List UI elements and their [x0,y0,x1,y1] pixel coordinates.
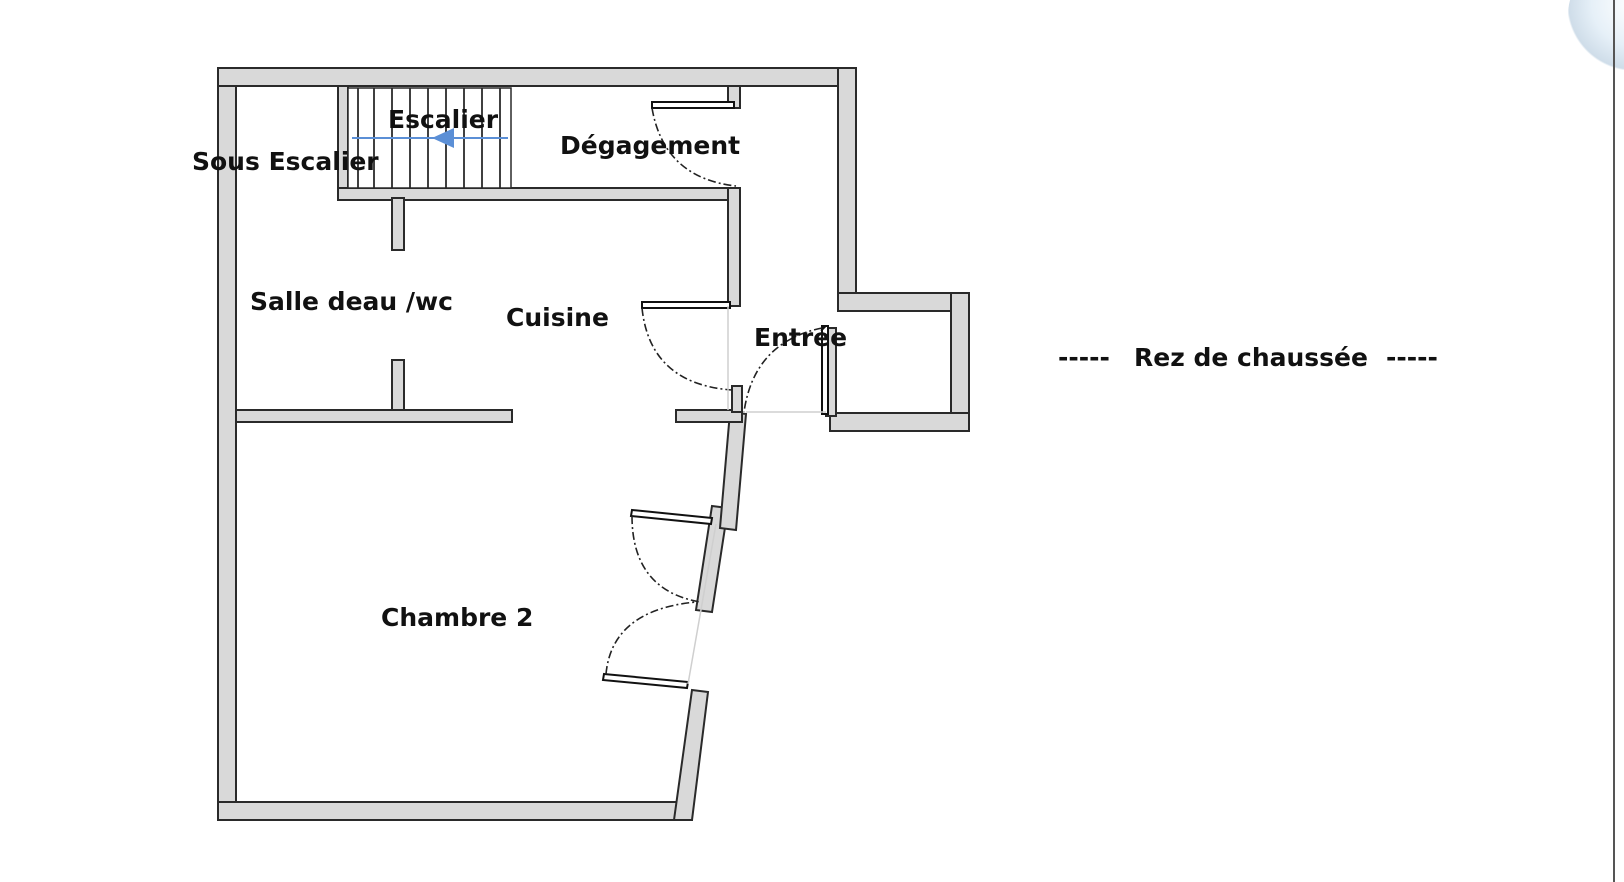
door-entree-swing [743,327,823,413]
wall-notch-right [950,292,970,432]
door-cuisine-leaf [641,301,731,309]
legend-title: Rez de chaussée [1134,343,1368,372]
door-chambre-upper-swing [631,515,701,603]
wall-diagonal-upper [718,410,748,532]
door-cuisine-swing [641,307,733,391]
label-degagement: Dégagement [560,131,740,160]
door-chambre-lower-swing [605,601,697,675]
doors [601,101,829,690]
legend-dash-right: ----- [1386,343,1438,372]
legend: ----- Rez de chaussée ----- [1058,343,1438,372]
room-labels: Sous Escalier Escalier Dégagement Salle … [192,105,847,632]
stair-direction-arrow [432,128,454,148]
wall-right-upper [837,67,857,312]
wall-left [217,67,237,821]
wall-bedroom-top-right [675,409,743,423]
door-entree-leaf [821,325,829,415]
door-chambre-threshold [687,523,717,685]
label-sous-escalier: Sous Escalier [192,147,379,176]
staircase [347,87,512,189]
wall-stub-bath-top [391,197,405,251]
door-degagement-leaf [651,101,735,109]
label-salle-eau: Salle deau /wc [250,287,453,316]
wall-entry-stub [731,385,743,413]
outer-walls [217,67,970,821]
window-right-edge [1613,0,1615,882]
wall-notch-top [837,292,970,312]
label-entree: Entrée [754,323,847,352]
door-chambre-upper-leaf [629,508,714,526]
wall-notch-bottom [829,412,970,432]
wall-kitchen-right [727,187,741,307]
wall-diagonal-lower [672,688,710,821]
wall-stair-left [337,85,349,199]
door-chambre-lower-leaf [601,672,690,690]
label-cuisine: Cuisine [506,303,609,332]
wall-bedroom-top-left [235,409,513,423]
interior-walls [235,85,837,423]
legend-dash-left: ----- [1058,343,1110,372]
wall-bottom [217,801,693,821]
label-escalier: Escalier [388,105,499,134]
wall-top [217,67,857,87]
label-chambre-2: Chambre 2 [381,603,533,632]
